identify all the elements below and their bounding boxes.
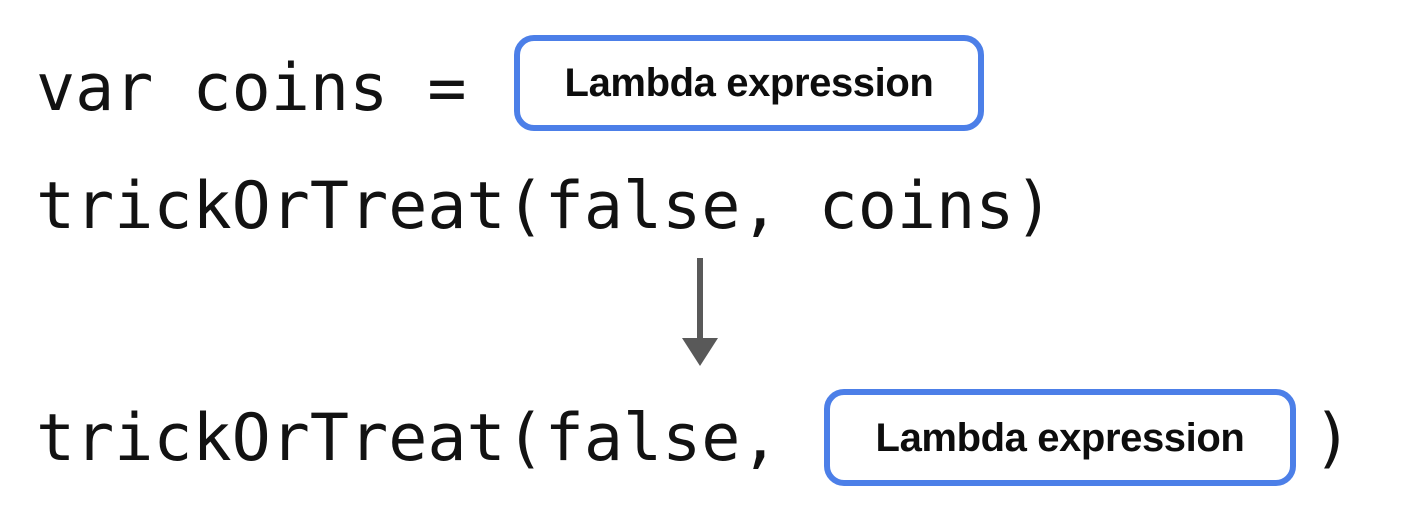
code-line-trickortreat-call-after-prefix: trickOrTreat(false, — [36, 401, 819, 476]
code-line-var-coins-assignment: var coins = — [36, 51, 506, 126]
arrow-head — [682, 338, 718, 366]
lambda-expression-chip-after-label: Lambda expression — [875, 415, 1245, 460]
code-line-trickortreat-call-after-suffix: ) — [1313, 401, 1353, 476]
code-line-trickortreat-call-before: trickOrTreat(false, coins) — [36, 169, 1054, 244]
lambda-expression-chip-before[interactable]: Lambda expression — [514, 35, 984, 131]
lambda-expression-chip-before-label: Lambda expression — [564, 61, 934, 105]
arrow-down-icon — [676, 258, 724, 370]
lambda-expression-chip-after[interactable]: Lambda expression — [824, 389, 1296, 486]
arrow-shaft — [697, 258, 703, 342]
arrow-down-icon-svg — [682, 258, 718, 366]
